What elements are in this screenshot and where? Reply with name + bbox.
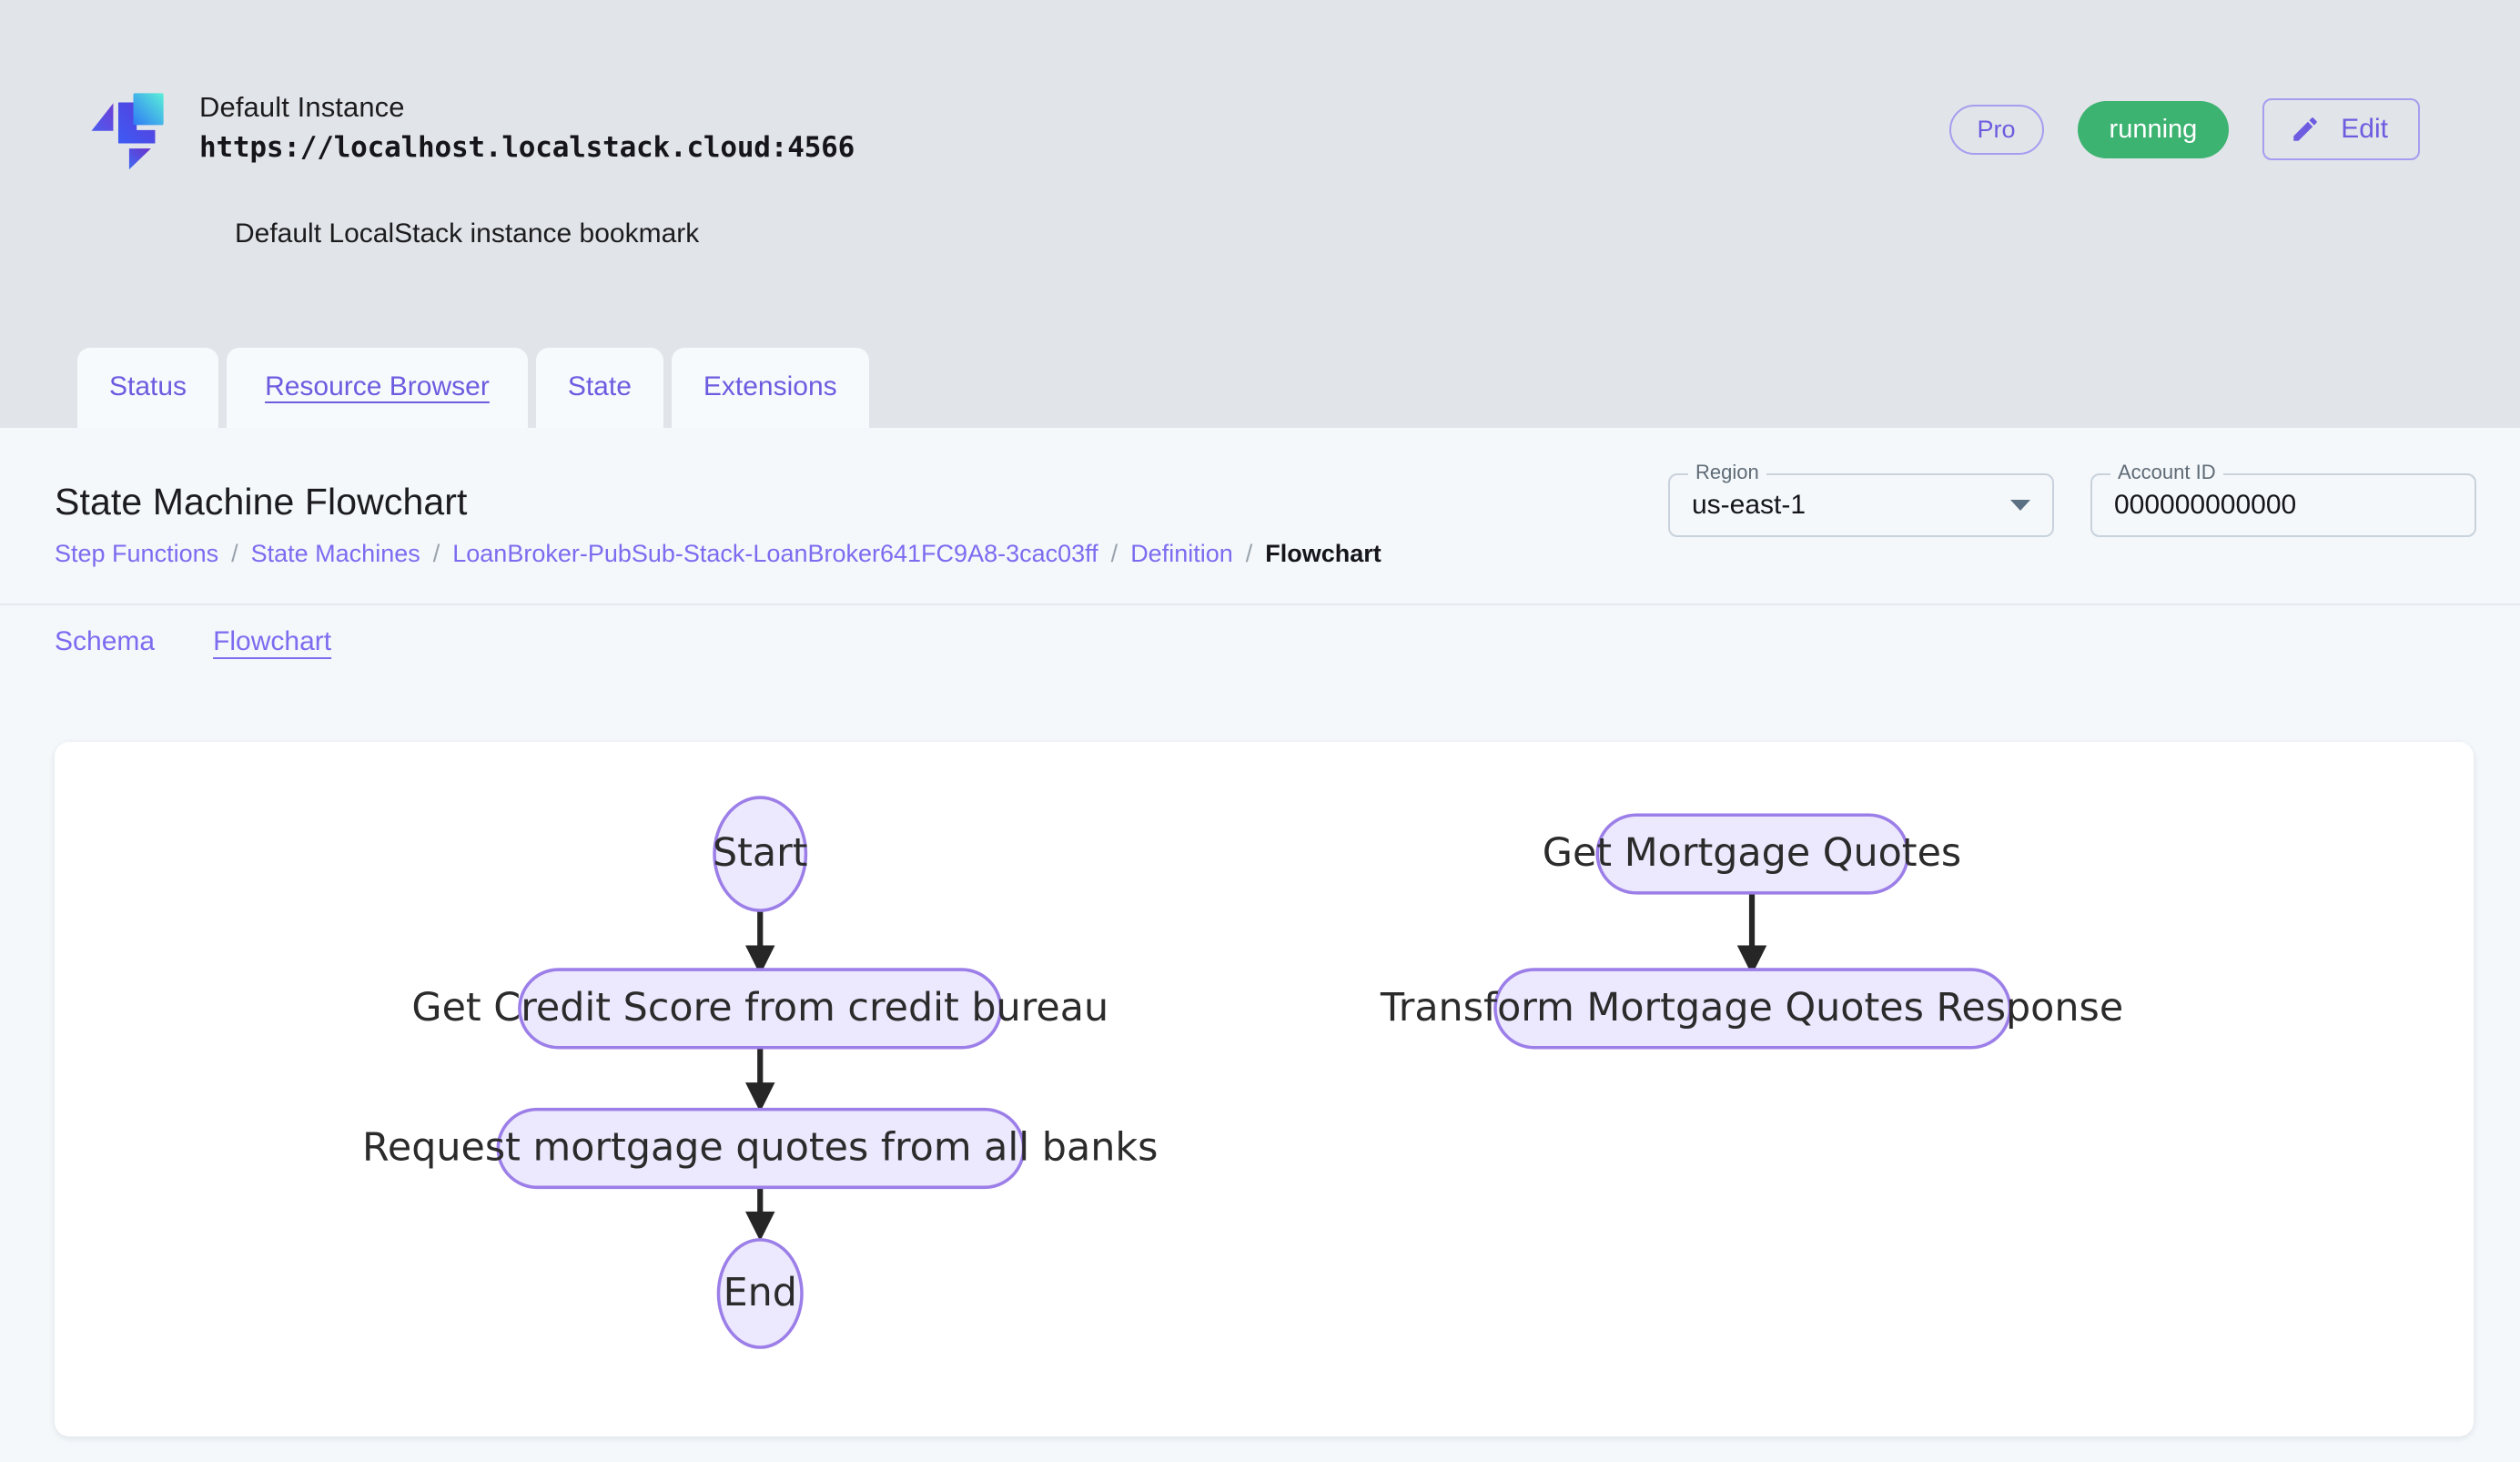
subtab-flowchart[interactable]: Flowchart <box>213 628 331 655</box>
instance-title: Default Instance <box>199 90 855 126</box>
breadcrumb-separator: / <box>1233 542 1266 566</box>
instance-identity: Default Instance https://localhost.local… <box>86 86 855 170</box>
flow-edge-request-to-end <box>745 1187 774 1241</box>
status-badge[interactable]: running <box>2078 101 2230 158</box>
breadcrumb-item-definition[interactable]: Definition <box>1130 542 1233 566</box>
breadcrumb-separator: / <box>420 542 453 566</box>
breadcrumb-item-state-machines[interactable]: State Machines <box>251 542 420 566</box>
flow-edge-start-to-credit <box>745 910 774 975</box>
breadcrumb-item-state-machine-name[interactable]: LoanBroker-PubSub-Stack-LoanBroker641FC9… <box>452 542 1098 566</box>
flow-node-transform-mortgage-quotes-response[interactable]: Transform Mortgage Quotes Response <box>1380 970 2123 1048</box>
main-panel: State Machine Flowchart Step Functions /… <box>0 428 2520 1462</box>
flow-node-get-credit-score[interactable]: Get Credit Score from credit bureau <box>411 970 1108 1048</box>
main-tabs: Status Resource Browser State Extensions <box>77 348 869 428</box>
breadcrumb-item-flowchart: Flowchart <box>1265 542 1381 566</box>
edit-button-label: Edit <box>2341 116 2388 143</box>
flow-node-request-mortgage-quotes[interactable]: Request mortgage quotes from all banks <box>362 1110 1158 1188</box>
instance-endpoint: https://localhost.localstack.cloud:4566 <box>199 129 855 166</box>
account-id-label: Account ID <box>2110 462 2223 482</box>
flow-node-get-mortgage-quotes[interactable]: Get Mortgage Quotes <box>1543 815 1961 893</box>
pro-badge[interactable]: Pro <box>1949 105 2044 155</box>
region-select[interactable]: Region us-east-1 <box>1668 473 2054 537</box>
flow-node-get-credit-score-label: Get Credit Score from credit bureau <box>411 985 1108 1031</box>
flow-node-end-label: End <box>724 1270 797 1315</box>
instance-description: Default LocalStack instance bookmark <box>235 218 699 249</box>
state-machine-flowchart: Start Get Credit Score from credit burea… <box>55 742 2474 1437</box>
breadcrumb-separator: / <box>1098 542 1131 566</box>
edit-button[interactable]: Edit <box>2262 98 2420 160</box>
page-header: State Machine Flowchart Step Functions /… <box>0 428 2520 605</box>
flowchart-card: Start Get Credit Score from credit burea… <box>55 742 2474 1437</box>
page-title: State Machine Flowchart <box>55 481 468 523</box>
tab-extensions[interactable]: Extensions <box>672 348 869 428</box>
tab-extensions-label: Extensions <box>703 371 837 401</box>
tab-resource-browser-label: Resource Browser <box>265 371 490 401</box>
subtab-schema[interactable]: Schema <box>55 628 155 655</box>
region-value: us-east-1 <box>1692 490 1806 521</box>
flow-edge-credit-to-request <box>745 1048 774 1112</box>
account-id-input[interactable]: Account ID 000000000000 <box>2090 473 2476 537</box>
flow-node-transform-mortgage-quotes-response-label: Transform Mortgage Quotes Response <box>1380 985 2123 1031</box>
flow-node-request-mortgage-quotes-label: Request mortgage quotes from all banks <box>362 1124 1158 1170</box>
tab-state-label: State <box>568 371 632 401</box>
instance-header: Default Instance https://localhost.local… <box>0 0 2520 428</box>
tab-state[interactable]: State <box>536 348 663 428</box>
tab-status-label: Status <box>109 371 187 401</box>
filter-fields: Region us-east-1 Account ID 000000000000 <box>1668 473 2476 537</box>
pencil-icon <box>2290 114 2321 145</box>
region-label: Region <box>1688 462 1766 482</box>
breadcrumb: Step Functions / State Machines / LoanBr… <box>55 542 1381 566</box>
flow-node-start-label: Start <box>713 830 808 876</box>
flow-node-start[interactable]: Start <box>713 797 808 910</box>
flow-node-end[interactable]: End <box>718 1240 802 1347</box>
breadcrumb-separator: / <box>218 542 251 566</box>
header-actions: Pro running Edit <box>1949 98 2420 160</box>
localstack-logo-icon <box>86 86 170 170</box>
flow-edge-getquote-to-transform <box>1737 894 1766 975</box>
account-id-value: 000000000000 <box>2114 490 2296 521</box>
tab-resource-browser[interactable]: Resource Browser <box>227 348 528 428</box>
chevron-down-icon <box>2010 500 2030 511</box>
tab-status[interactable]: Status <box>77 348 218 428</box>
flow-node-get-mortgage-quotes-label: Get Mortgage Quotes <box>1543 830 1961 876</box>
breadcrumb-item-step-functions[interactable]: Step Functions <box>55 542 218 566</box>
sub-tabs: Schema Flowchart <box>55 628 331 655</box>
